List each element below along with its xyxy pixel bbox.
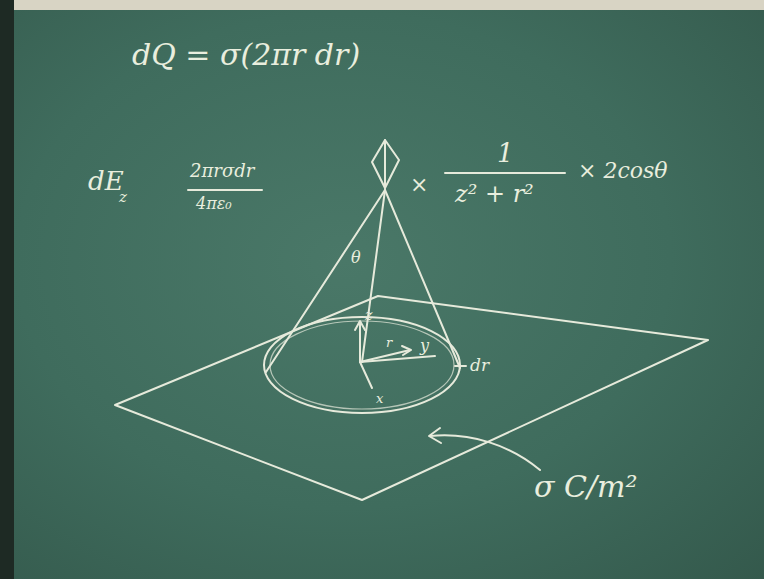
fraction-denominator: 4πε₀ bbox=[196, 196, 232, 212]
axis-label: r bbox=[386, 336, 392, 349]
axis-label: x bbox=[376, 392, 383, 405]
equation: dE bbox=[88, 168, 124, 194]
equation: dQ = σ(2πr dr) bbox=[132, 40, 360, 70]
axis-label: y bbox=[420, 338, 429, 354]
fraction-numerator: 2πrσdr bbox=[190, 162, 254, 180]
angle-label: θ bbox=[351, 250, 361, 266]
fraction-numerator: 1 bbox=[497, 140, 514, 166]
charge-density-label: σ C/m² bbox=[534, 472, 638, 502]
subscript: z bbox=[119, 190, 127, 205]
axis-label: z bbox=[365, 308, 372, 322]
times-sign: × bbox=[410, 174, 428, 196]
dimension-label: dr bbox=[470, 357, 489, 374]
fraction-denominator: z² + r² bbox=[455, 182, 534, 206]
equation: × 2cosθ bbox=[578, 160, 668, 182]
